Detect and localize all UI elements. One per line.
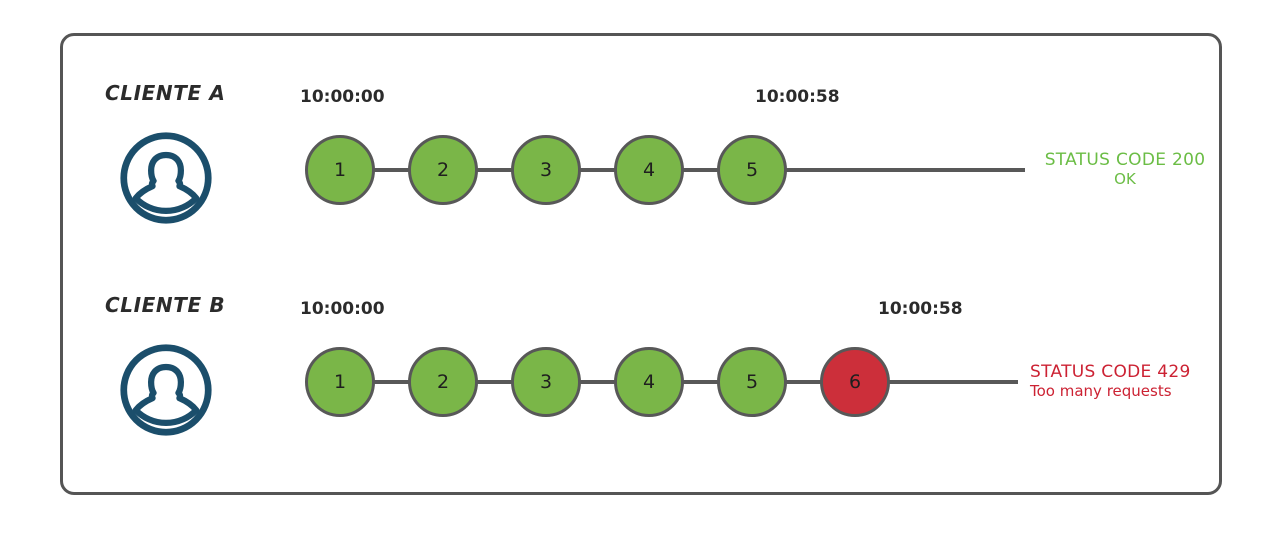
client-label-b: CLIENTE B [105, 293, 226, 317]
request-node[interactable]: 2 [408, 135, 478, 205]
request-node[interactable]: 3 [511, 347, 581, 417]
request-node[interactable]: 3 [511, 135, 581, 205]
timestamp-start-a: 10:00:00 [300, 87, 385, 107]
request-node[interactable]: 1 [305, 347, 375, 417]
request-node[interactable]: 5 [717, 347, 787, 417]
status-code: STATUS CODE 429 [1030, 362, 1191, 382]
timestamp-end-b: 10:00:58 [878, 299, 963, 319]
chain-link [579, 380, 617, 384]
request-node[interactable]: 5 [717, 135, 787, 205]
user-avatar-icon [118, 342, 214, 438]
request-node[interactable]: 4 [614, 347, 684, 417]
user-avatar-icon [118, 130, 214, 226]
client-label-a: CLIENTE A [105, 81, 226, 105]
chain-link [373, 380, 411, 384]
client-row-a: CLIENTE A 10:00:00 10:00:58 1 2 3 4 5 ST… [0, 65, 1280, 285]
request-node[interactable]: 1 [305, 135, 375, 205]
chain-link [682, 168, 720, 172]
chain-link [682, 380, 720, 384]
status-detail: Too many requests [1030, 381, 1172, 400]
diagram-frame [60, 33, 1222, 495]
request-node[interactable]: 4 [614, 135, 684, 205]
chain-link [476, 168, 514, 172]
chain-link-to-status [888, 380, 1018, 384]
chain-link [579, 168, 617, 172]
chain-link-to-status [785, 168, 1025, 172]
timestamp-end-a: 10:00:58 [755, 87, 840, 107]
chain-link [476, 380, 514, 384]
request-node[interactable]: 2 [408, 347, 478, 417]
chain-link [785, 380, 823, 384]
status-message-a: STATUS CODE 200 OK [1025, 150, 1225, 188]
chain-link [373, 168, 411, 172]
timestamp-start-b: 10:00:00 [300, 299, 385, 319]
status-code: STATUS CODE 200 [1044, 150, 1206, 170]
client-row-b: CLIENTE B 10:00:00 10:00:58 1 2 3 4 5 6 … [0, 277, 1280, 497]
status-message-b: STATUS CODE 429 Too many requests [1030, 362, 1230, 400]
request-node-rejected[interactable]: 6 [820, 347, 890, 417]
status-detail: OK [1114, 169, 1136, 188]
